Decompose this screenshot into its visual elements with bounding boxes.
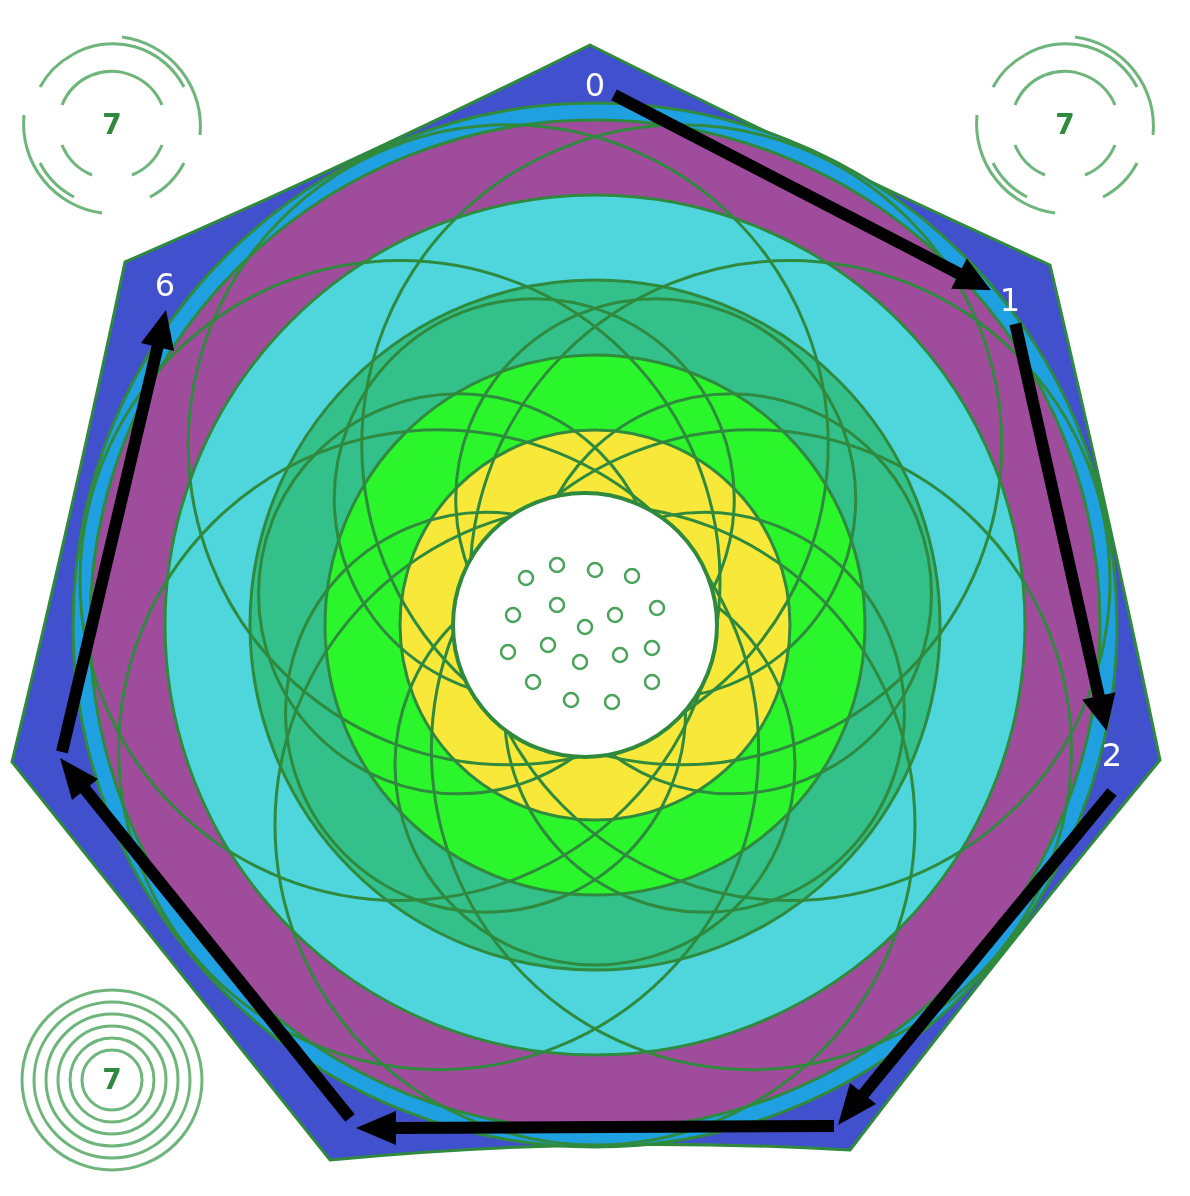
vertex-tip: 0 — [580, 65, 611, 105]
vertex-number: 6 — [150, 267, 181, 303]
path-arrows — [60, 310, 1112, 1145]
center-dots — [501, 558, 664, 709]
petal-circle — [80, 260, 720, 900]
outer-ring — [73, 103, 1117, 1147]
vertex-number: 2 — [1097, 737, 1128, 773]
cyan-ring — [165, 195, 1025, 1055]
arrow-shaft — [614, 95, 964, 276]
green-ring — [325, 355, 865, 895]
spiral-number: 7 — [102, 109, 121, 141]
petal-circle — [188, 125, 828, 765]
vertex-number: 1 — [995, 282, 1026, 318]
path-arrow — [614, 95, 991, 290]
spiral-number: 7 — [102, 1064, 121, 1096]
petal-circle — [119, 430, 759, 1070]
spiral-number: 7 — [1055, 109, 1074, 141]
petal-circle — [431, 430, 1071, 1070]
teal-ring — [250, 280, 940, 970]
petal-circle — [362, 125, 1002, 765]
arrow-shaft — [1015, 324, 1100, 702]
arrow-head — [1082, 692, 1115, 731]
vertex-tip: 6 — [150, 265, 181, 305]
corner-spirals — [22, 37, 1153, 1170]
vertex-tip: 2 — [1097, 735, 1128, 775]
vertex-number: 0 — [580, 67, 611, 103]
vertex-tip: 1 — [995, 280, 1026, 320]
center-disc — [453, 493, 717, 757]
path-arrow — [1015, 324, 1115, 731]
heptagon-star — [12, 45, 1160, 1160]
arrow-head — [951, 258, 991, 290]
